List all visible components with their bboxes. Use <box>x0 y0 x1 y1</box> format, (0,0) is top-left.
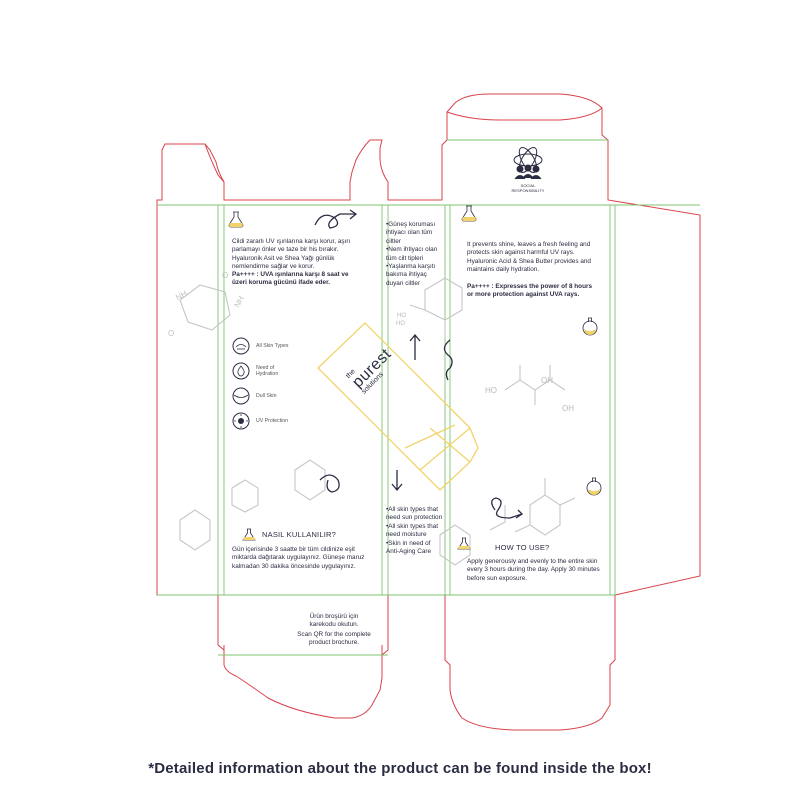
flask-icons <box>228 205 602 550</box>
benefit-label: All Skin Types <box>256 342 289 349</box>
molecule-drawings <box>179 277 576 566</box>
side-item-en: •All skin types that need sun protection <box>386 506 443 522</box>
benefit-hydration: Need of Hydration <box>232 362 296 380</box>
tr-howto-text: Gün içerisinde 3 saatte bir tüm cildiniz… <box>232 546 365 570</box>
decorative-arrows <box>314 209 524 519</box>
en-howto-text: Apply generously and evenly to the entir… <box>467 558 600 582</box>
molecule-label: HO <box>396 321 405 327</box>
benefit-label: Dull Skin <box>256 392 277 399</box>
social-label-line: SOCIAL <box>520 183 536 188</box>
tr-description: Cildi zararlı UV ışınlarına karşı korur,… <box>232 238 351 271</box>
molecule-label: O <box>222 271 229 280</box>
footer-note: *Detailed information about the product … <box>148 760 652 777</box>
uv-protection-icon <box>232 412 250 430</box>
benefit-all-skin-types: All Skin Types <box>232 337 296 355</box>
benefit-dull-skin: Dull Skin <box>232 387 296 405</box>
product-tube <box>317 322 479 491</box>
side-item-tr: •Yaşlanma karşıtı bakıma ihtiyaç duyan c… <box>386 263 436 287</box>
qr-text-en: Scan QR for the complete product brochur… <box>297 631 371 647</box>
side-panel-en: •All skin types that need sun protection… <box>386 506 444 556</box>
benefit-uv-protection: UV Protection <box>232 412 296 430</box>
benefit-label: Need of Hydration <box>256 364 279 378</box>
benefit-label: UV Protection <box>256 417 289 424</box>
molecule-label: O <box>168 329 175 338</box>
side-item-tr: •Nem ihtiyacı olan tüm cilt tipleri <box>386 246 438 262</box>
molecule-label: OH <box>541 376 553 385</box>
social-responsibility-label: SOCIAL RESPONSIBILITY <box>503 183 553 193</box>
en-pa-line: Pa++++ : Expresses the power of 8 hours … <box>467 283 593 299</box>
qr-text-tr: Ürün broşürü için karekodu okutun. <box>309 613 359 629</box>
molecule-label: OH <box>562 404 574 413</box>
dull-skin-icon <box>232 387 250 405</box>
side-item-en: •All skin types that need moisture <box>386 522 438 539</box>
all-skin-types-icon <box>232 337 250 355</box>
tr-howto-title: NASIL KULLANILIR? <box>262 530 336 539</box>
en-howto-title: HOW TO USE? <box>495 543 550 552</box>
side-item-en: •Skin in need of Anti-Aging Care <box>386 539 432 556</box>
social-label-line: RESPONSIBILITY <box>511 188 545 193</box>
side-item-tr: •Güneş koruması ihtiyacı olan tüm ciltle… <box>386 221 436 245</box>
tr-pa-line: Pa++++ : UVA ışınlarına karşı 8 saat ve … <box>232 271 349 287</box>
social-responsibility-icon <box>513 147 543 180</box>
hydration-drop-icon <box>232 362 250 380</box>
molecule-label: HO <box>397 313 406 319</box>
side-panel-tr: •Güneş koruması ihtiyacı olan tüm ciltle… <box>386 221 444 288</box>
molecule-label: HO <box>485 386 497 395</box>
en-description: It prevents shine, leaves a fresh feelin… <box>467 241 591 274</box>
